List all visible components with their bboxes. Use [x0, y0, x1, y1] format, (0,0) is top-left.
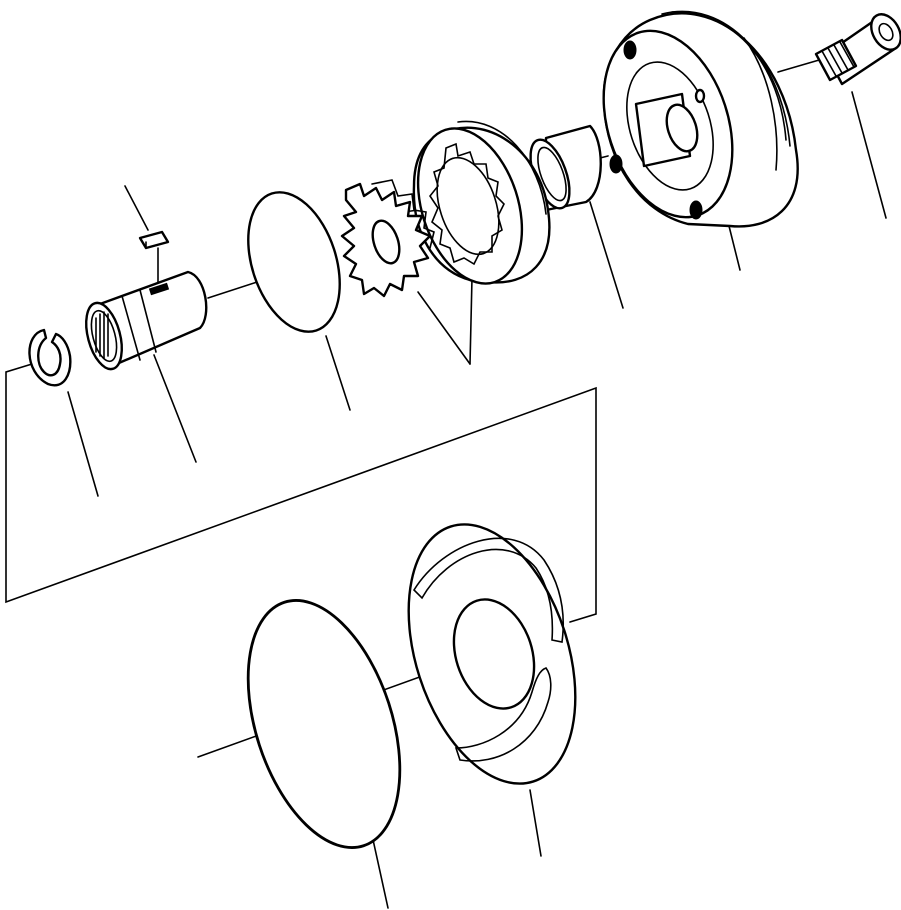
pump-housing	[602, 10, 799, 228]
o-ring-small	[247, 191, 341, 333]
leader-lines	[67, 91, 887, 909]
bushing	[529, 124, 602, 212]
wear-plate	[407, 523, 577, 785]
snap-ring	[28, 328, 72, 387]
cap-screw	[814, 13, 901, 86]
o-ring-large	[246, 599, 402, 849]
inner-rotor	[340, 179, 435, 298]
key	[138, 230, 170, 250]
outer-rotor	[412, 120, 551, 285]
group-bracket	[5, 363, 597, 623]
drive-sleeve	[85, 270, 208, 371]
